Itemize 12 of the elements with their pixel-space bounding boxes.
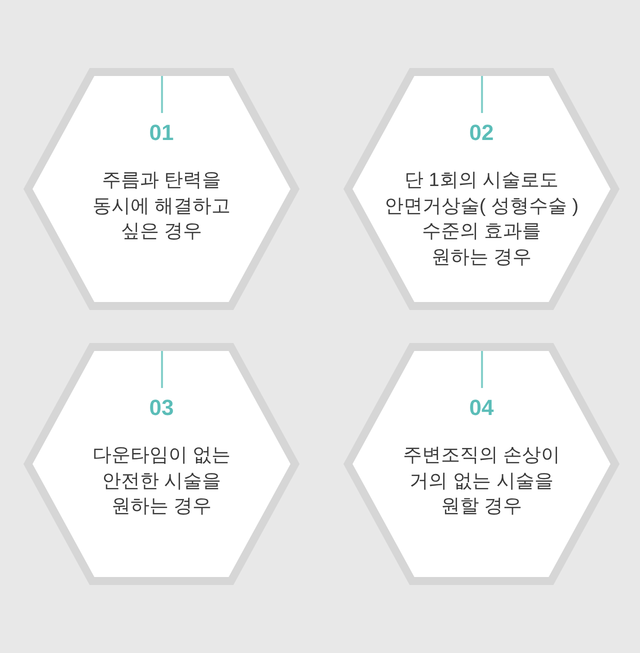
description: 주름과 탄력을 동시에 해결하고 싶은 경우 [91,169,232,244]
step-number: 02 [469,120,494,146]
step-number: 03 [149,395,174,421]
step-number: 04 [469,395,494,421]
description: 주변조직의 손상이 거의 없는 시술을 원할 경우 [402,444,562,519]
step-number: 01 [149,120,174,146]
hexagon [343,68,620,310]
hexagon [343,343,620,585]
hexagon [23,68,300,310]
hexagon [23,343,300,585]
description: 다운타임이 없는 안전한 시술을 원하는 경우 [91,444,232,519]
description: 단 1회의 시술로도 안면거상술( 성형수술 ) 수준의 효과를 원하는 경우 [383,169,580,270]
